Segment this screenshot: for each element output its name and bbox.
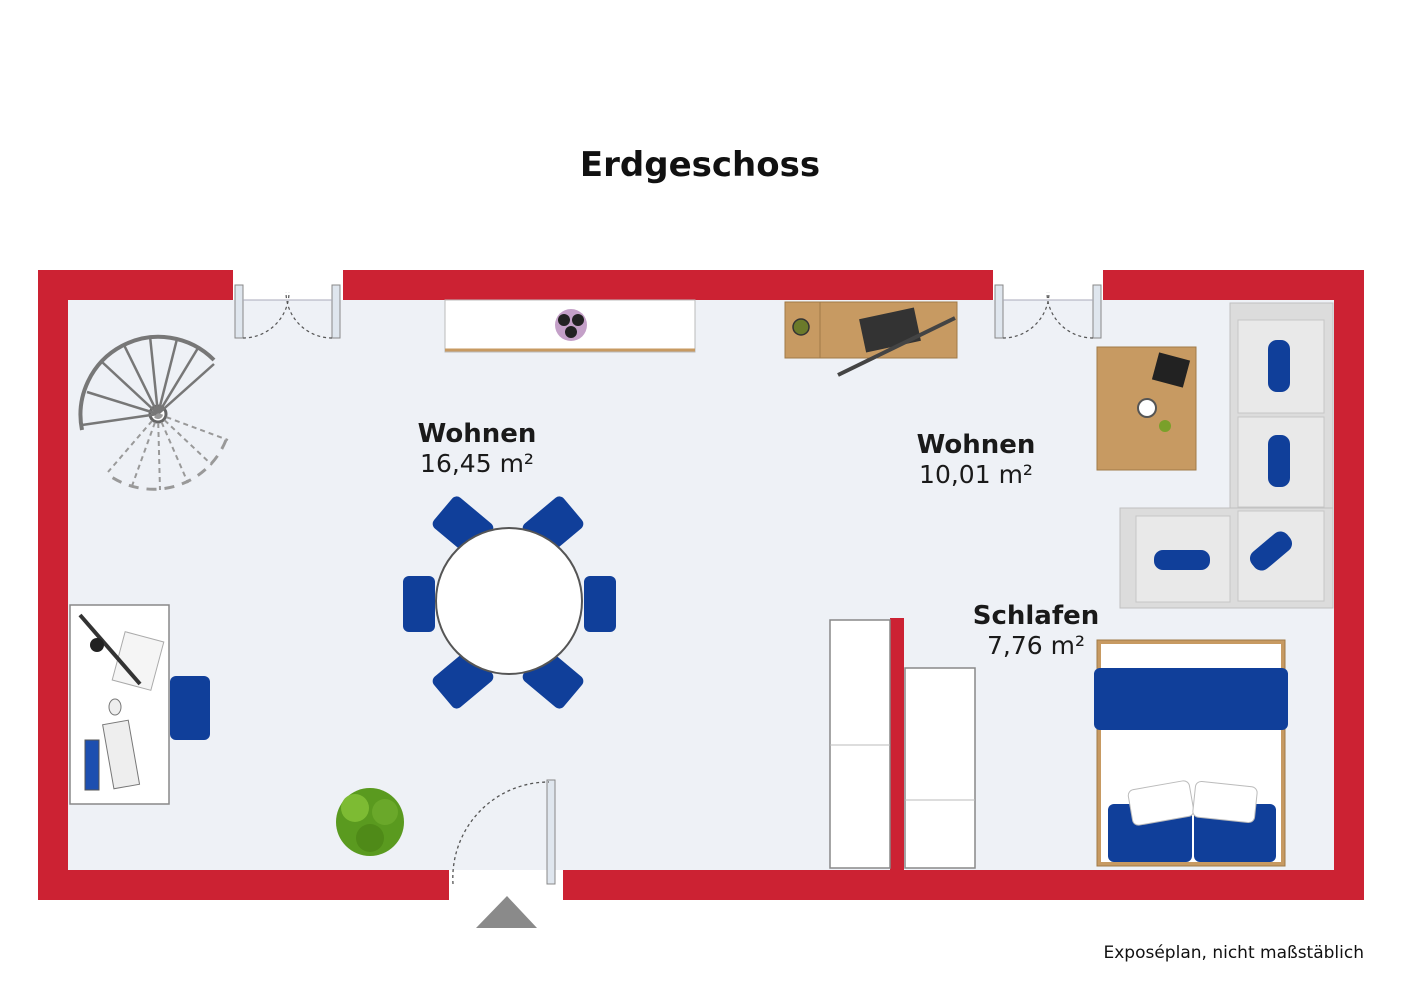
room-label-wohnen-2: Wohnen 10,01 m² [917, 430, 1036, 489]
cushion-icon [1249, 531, 1293, 571]
papers-icon [111, 631, 165, 691]
plant-icon [336, 788, 404, 856]
desk-left [69, 604, 210, 805]
sideboard [444, 299, 696, 353]
dining-table [403, 496, 616, 709]
floor-title: Erdgeschoss [580, 145, 820, 185]
terrace-door-left[interactable] [234, 284, 341, 339]
double-bed [1094, 639, 1288, 867]
terrace-door-right[interactable] [994, 284, 1102, 339]
desk-lamp-icon [78, 613, 142, 686]
room-area: 10,01 m² [919, 460, 1033, 489]
outer-walls [38, 270, 1364, 900]
cushion-icon [1268, 340, 1290, 392]
coffee-table [1096, 346, 1197, 471]
room-name: Wohnen [917, 430, 1036, 460]
laptop-icon [837, 307, 956, 377]
room-area: 16,45 m² [420, 449, 534, 478]
blanket [1094, 668, 1288, 730]
plant-small-icon [1159, 420, 1171, 432]
room-name: Schlafen [973, 601, 1100, 631]
keyboard-icon [102, 719, 141, 790]
monitor-icon [84, 739, 100, 791]
room-name: Wohnen [418, 419, 537, 449]
desk-top [784, 301, 958, 377]
room-area: 7,76 m² [987, 631, 1085, 660]
room-label-schlafen: Schlafen 7,76 m² [973, 601, 1100, 660]
tablet-icon [1151, 352, 1191, 388]
wardrobe-left [829, 619, 891, 869]
cup-icon [1137, 398, 1157, 418]
flower-vase-icon [555, 309, 587, 341]
spiral-stairs-icon [78, 334, 229, 491]
room-label-wohnen-1: Wohnen 16,45 m² [418, 419, 537, 478]
cushion-icon [1154, 550, 1210, 570]
entrance-door[interactable] [452, 779, 556, 885]
cushion-icon [1268, 435, 1290, 487]
plan-disclaimer: Exposéplan, nicht maßstäblich [1104, 943, 1365, 963]
corner-sofa [1119, 302, 1334, 609]
pillow-icon [1192, 780, 1258, 824]
pillow-icon [1127, 780, 1195, 826]
wardrobe-right [904, 667, 976, 869]
office-chair [170, 676, 210, 740]
mouse-icon [108, 698, 122, 716]
entrance-arrow-icon [476, 896, 537, 928]
